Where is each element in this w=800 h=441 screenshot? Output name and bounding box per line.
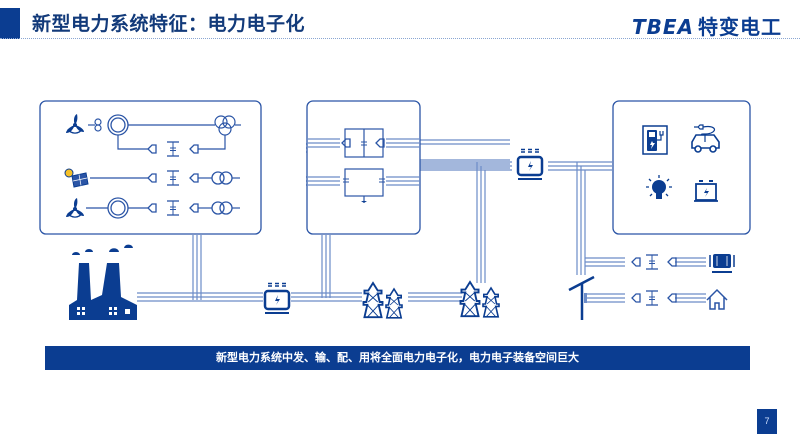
transmission-tower-icon xyxy=(482,287,500,318)
bus-bottom-1 xyxy=(137,292,263,302)
bus-to-tower2 xyxy=(476,162,486,283)
converter-icon xyxy=(667,293,677,303)
bus-conv-right-top xyxy=(420,139,510,145)
motor-icon xyxy=(709,254,735,273)
bus-to-load xyxy=(548,161,612,171)
motor-feeder xyxy=(631,254,735,273)
ground-icon xyxy=(361,201,367,203)
page-number: 7 xyxy=(757,409,777,434)
converter-icon xyxy=(631,293,641,303)
title-accent-bar xyxy=(0,8,20,39)
transformer-icon xyxy=(263,282,291,315)
generation-box xyxy=(39,100,262,235)
dc-link-icon xyxy=(645,290,659,306)
load-box xyxy=(612,100,751,235)
transmission-tower-icon xyxy=(459,281,481,318)
bus-bottom-3 xyxy=(408,292,462,302)
transmission-tower-icon xyxy=(385,288,403,319)
logo-chinese: 特变电工 xyxy=(698,15,782,39)
ev-charger-icon xyxy=(642,125,668,155)
light-bulb-icon xyxy=(646,175,672,199)
converter-icon xyxy=(667,257,677,267)
logo-latin: TBEA xyxy=(631,15,694,39)
page-title: 新型电力系统特征：电力电子化 xyxy=(32,13,306,35)
transmission-tower-icon xyxy=(362,282,384,319)
home-feeder xyxy=(631,288,728,310)
battery-icon xyxy=(694,180,718,202)
solar-panel-icon xyxy=(64,168,89,188)
bus-conv-right-bot xyxy=(420,159,510,169)
bus-conv-down xyxy=(321,235,331,298)
bus-distribution xyxy=(576,162,586,275)
distribution-pole-icon xyxy=(568,275,595,320)
power-plant-icon xyxy=(69,244,137,320)
converter-station-box xyxy=(306,100,421,235)
summary-banner: 新型电力系统中发、输、配、用将全面电力电子化，电力电子装备空间巨大 xyxy=(45,346,750,370)
converter-icon xyxy=(631,257,641,267)
header-divider xyxy=(0,38,800,39)
bus-gen-down xyxy=(192,235,202,300)
transformer-icon xyxy=(516,148,544,181)
electric-car-icon xyxy=(691,124,720,153)
house-icon xyxy=(706,288,728,310)
dc-link-icon xyxy=(645,254,659,270)
